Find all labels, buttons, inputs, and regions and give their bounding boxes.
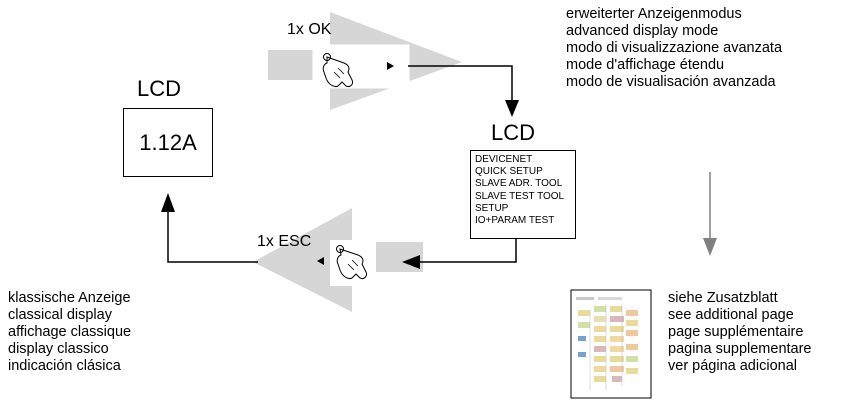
menu-item-slave-test-tool: SLAVE TEST TOOL — [475, 190, 565, 202]
menu-item-quick-setup: QUICK SETUP — [475, 166, 543, 178]
esc-label: 1x ESC — [257, 233, 312, 250]
lcd-classic-title: LCD — [137, 76, 182, 101]
connector-esc-to-classic — [161, 193, 258, 263]
lcd-advanced-title: LCD — [491, 120, 536, 145]
classic-display-text: klassische Anzeige classical display aff… — [8, 290, 131, 375]
connector-menu-to-esc — [402, 239, 517, 269]
lcd-advanced-menu: DEVICENET QUICK SETUP SLAVE ADR. TOOL SL… — [470, 150, 576, 239]
menu-item-io-param-test: IO+PARAM TEST — [475, 215, 555, 227]
additional-page-text: siehe Zusatzblatt see additional page pa… — [668, 290, 812, 375]
finger-press-icon — [322, 53, 353, 87]
finger-press-icon — [336, 245, 367, 279]
play-triangle-icon — [317, 257, 324, 265]
lcd-classic-display: 1.12A — [123, 108, 213, 177]
ok-label: 1x OK — [287, 21, 332, 38]
advanced-mode-en: advanced display mode — [566, 23, 719, 39]
additional-page-de: siehe Zusatzblatt — [668, 290, 778, 306]
advanced-mode-fr: mode d'affichage étendu — [566, 57, 725, 73]
lcd-classic-value: 1.12A — [139, 129, 197, 155]
advanced-mode-it: modo di visualizzazione avanzata — [566, 40, 783, 56]
ok-press-icon — [312, 44, 410, 89]
additional-page-en: see additional page — [668, 307, 794, 323]
advanced-mode-es: modo de visualisación avanzada — [566, 74, 776, 90]
play-triangle-icon — [387, 62, 394, 70]
menu-item-slave-adr-tool: SLAVE ADR. TOOL — [475, 178, 563, 190]
connector-ok-to-menu — [408, 65, 519, 117]
classic-display-en: classical display — [8, 307, 112, 323]
classic-display-de: klassische Anzeige — [8, 290, 131, 306]
advanced-mode-de: erweiterter Anzeigenmodus — [566, 6, 742, 22]
classic-display-es: indicación clásica — [8, 358, 121, 374]
advanced-mode-text: erweiterter Anzeigenmodus advanced displ… — [566, 6, 782, 91]
classic-display-fr: affichage classique — [8, 324, 132, 340]
additional-page-it: pagina supplementare — [668, 341, 812, 357]
menu-item-setup: SETUP — [475, 202, 509, 214]
document-thumbnail-icon — [570, 289, 652, 399]
additional-page-fr: page supplémentaire — [668, 324, 804, 340]
classic-display-it: display classico — [8, 341, 109, 357]
menu-item-devicenet: DEVICENET — [475, 154, 533, 165]
down-arrow-additional-page — [703, 172, 717, 256]
additional-page-es: ver página adicional — [668, 358, 797, 374]
esc-press-icon — [317, 240, 376, 286]
